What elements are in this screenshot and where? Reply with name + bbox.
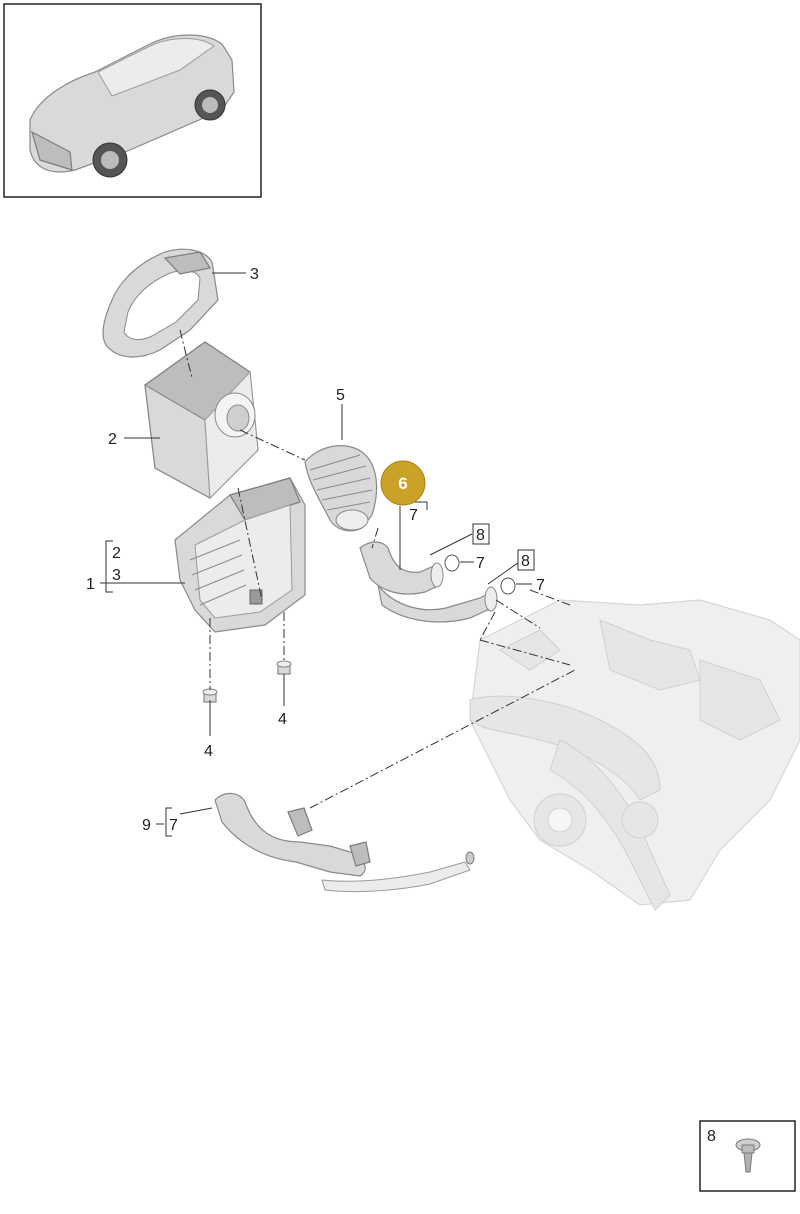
part-1-airbox: [174, 477, 306, 633]
engine-context: [469, 599, 800, 911]
callout-7-lower: 7: [536, 577, 545, 594]
callouts: 3 2 5 1 2 3 4 4 6 7 8 7 8 7 9 7: [86, 266, 545, 834]
callout-2: 2: [108, 431, 117, 448]
legend-8-label: 8: [707, 1128, 716, 1145]
part-4-grommets: [202, 660, 292, 703]
callout-9-sub-7: 7: [169, 817, 178, 834]
callout-6-sub-7: 7: [409, 507, 418, 524]
screw-icon: [735, 1138, 761, 1173]
part-2-filter: [144, 341, 259, 500]
part-9-pipe: [214, 792, 475, 893]
assembly-lines: [179, 329, 576, 809]
callout-6[interactable]: 6: [398, 474, 407, 493]
callout-7-upper: 7: [476, 555, 485, 572]
callout-4-right: 4: [278, 711, 287, 728]
callout-4-left: 4: [204, 743, 213, 760]
leader-lines: [100, 272, 532, 837]
part-5-bellows: [304, 445, 378, 532]
vehicle-thumbnail: [3, 3, 262, 198]
callout-9: 9: [142, 817, 151, 834]
callout-8-lower: 8: [521, 553, 530, 570]
callout-6-highlight[interactable]: 6: [380, 460, 426, 506]
callout-1-sub-2: 2: [112, 545, 121, 562]
legend-part-8: 8: [699, 1120, 796, 1192]
callout-5: 5: [336, 387, 345, 404]
part-6-intake-pipe: [359, 541, 516, 623]
callout-1: 1: [86, 576, 95, 593]
part-3-seal: [102, 248, 219, 358]
callout-3: 3: [250, 266, 259, 283]
callout-1-sub-3: 3: [112, 567, 121, 584]
callout-8-upper: 8: [476, 527, 485, 544]
